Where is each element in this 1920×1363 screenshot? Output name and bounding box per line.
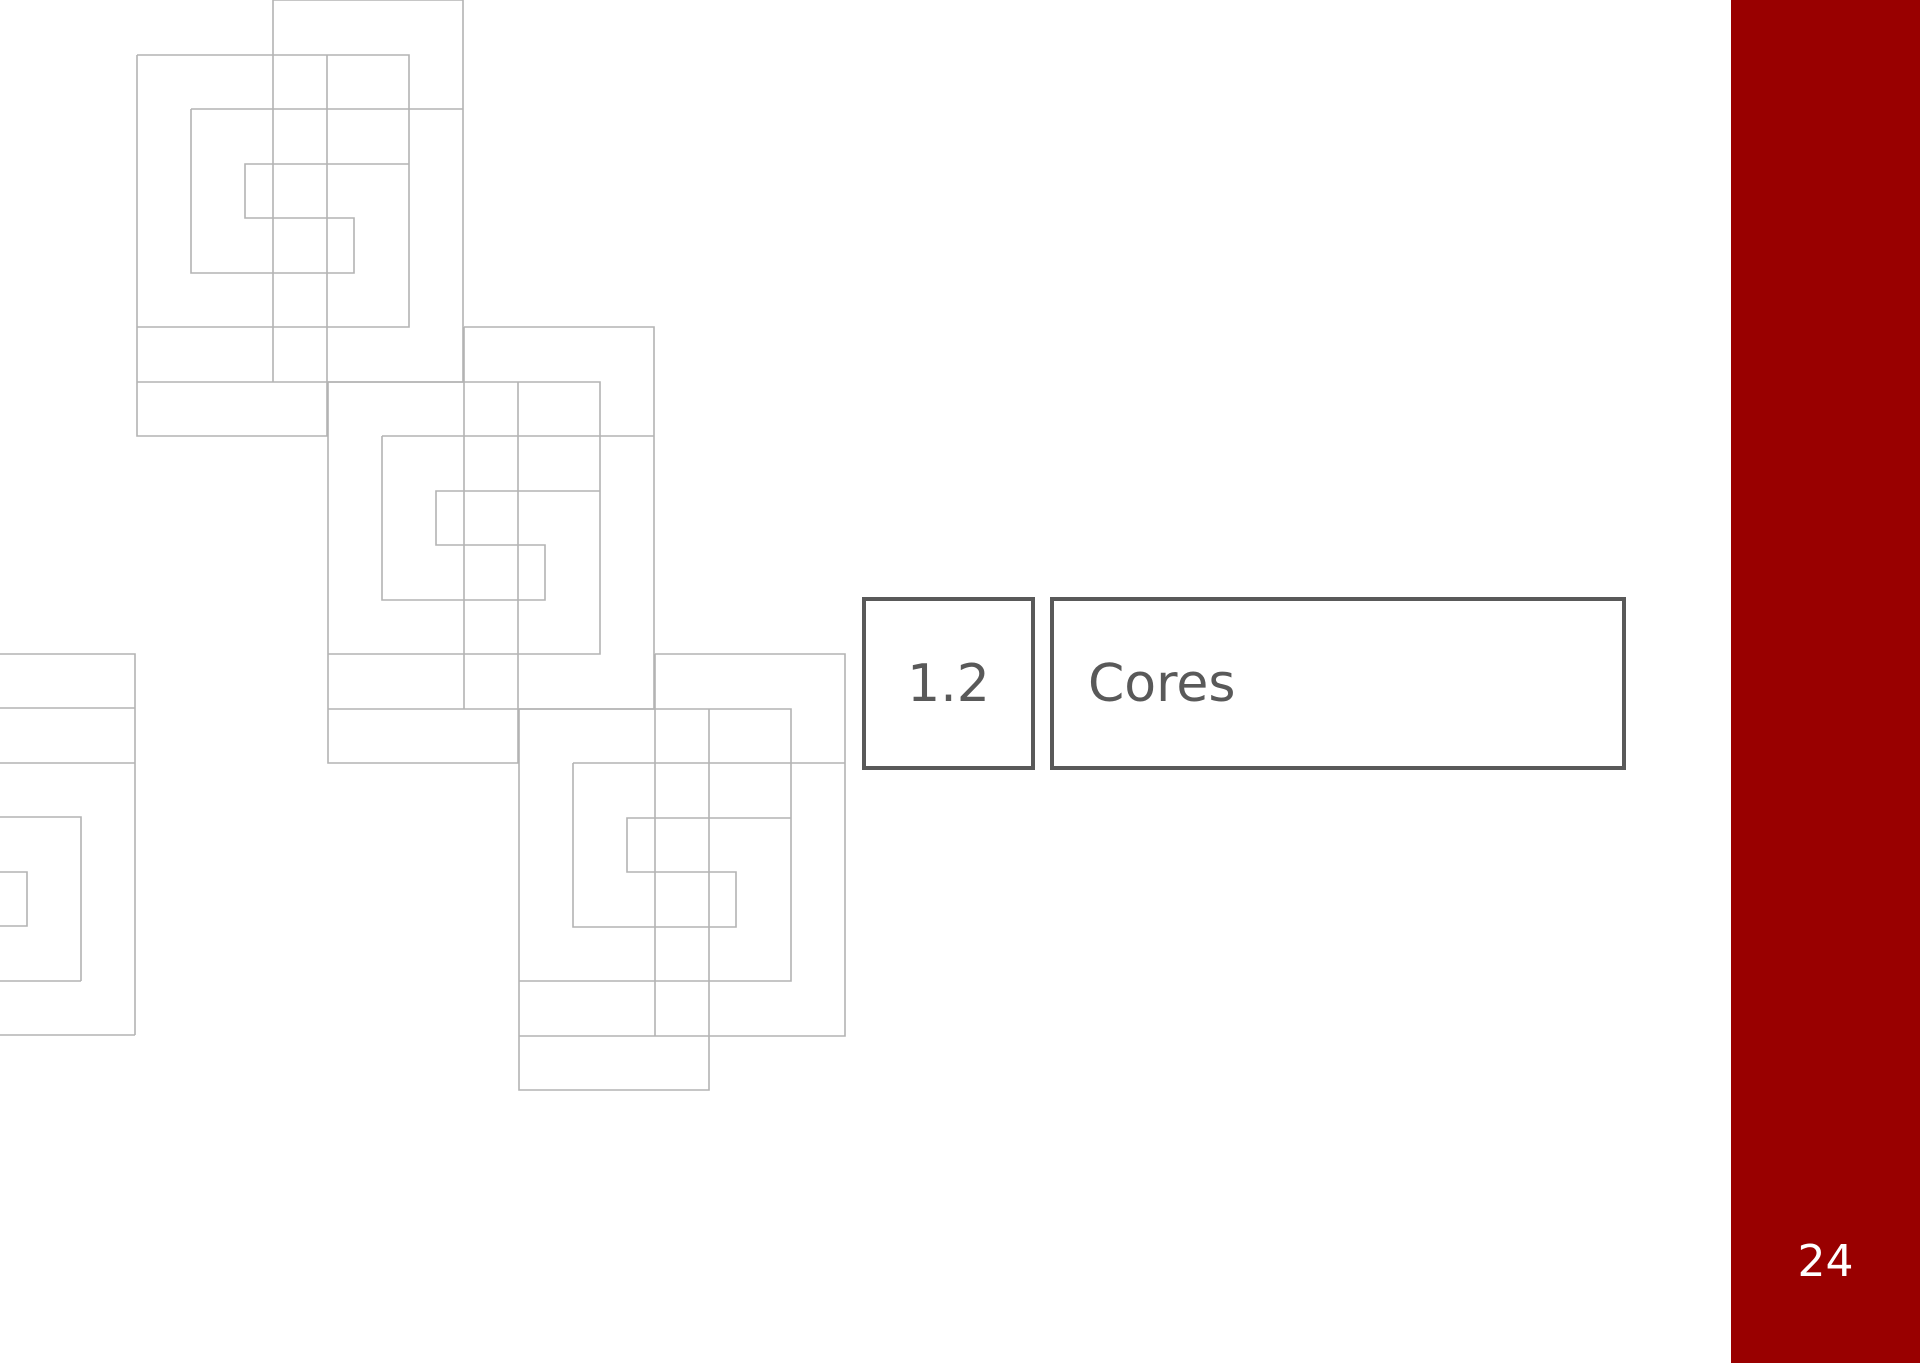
section-number-box: 1.2 bbox=[862, 597, 1035, 770]
spiral-tile bbox=[327, 326, 655, 764]
spiral-tile bbox=[0, 653, 136, 1091]
section-title: Cores bbox=[1088, 653, 1236, 714]
section-number: 1.2 bbox=[907, 653, 990, 714]
section-title-box: Cores bbox=[1050, 597, 1626, 770]
spiral-tile bbox=[136, 0, 464, 437]
page-number: 24 bbox=[1797, 1236, 1854, 1287]
accent-sidebar bbox=[1731, 0, 1920, 1363]
spiral-tile bbox=[518, 653, 846, 1091]
